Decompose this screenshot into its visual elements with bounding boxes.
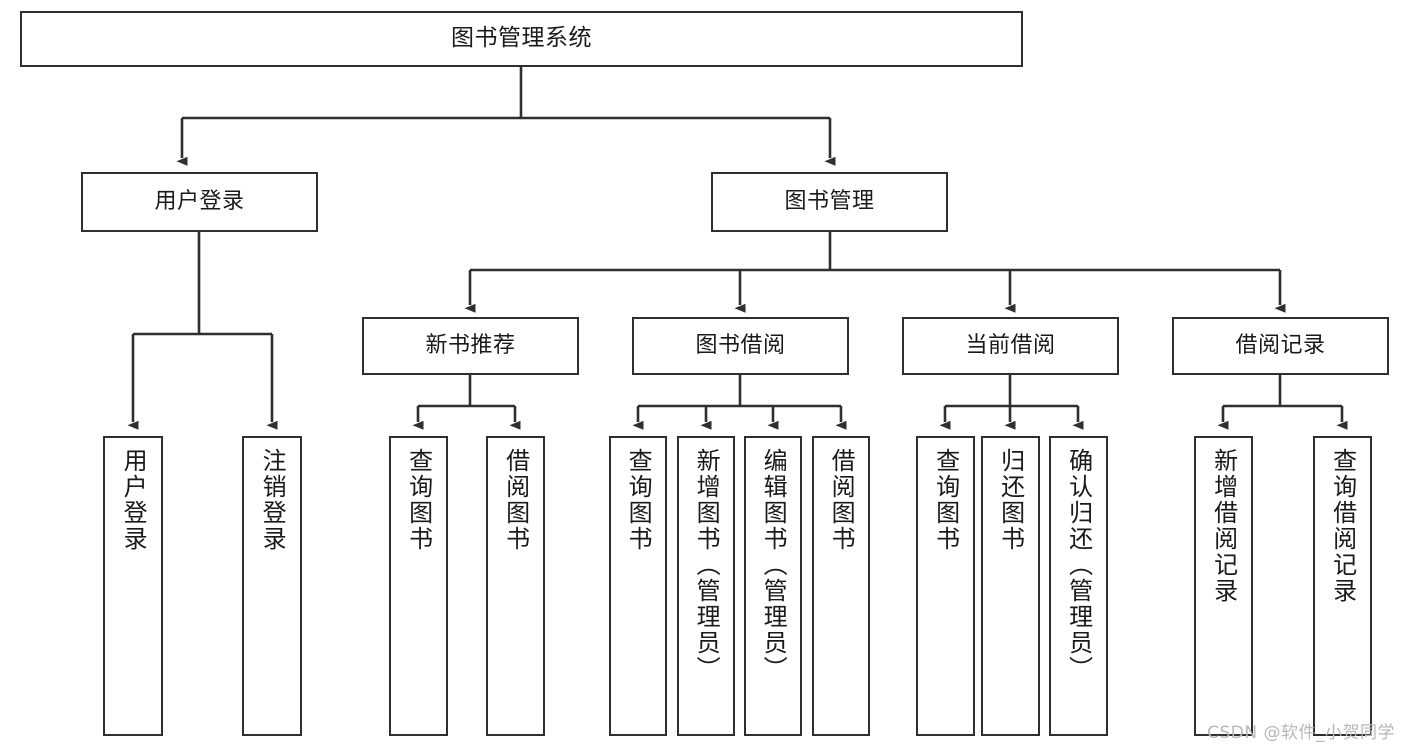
leaf-borrow-book-from-recommendation[interactable]: 借阅图书 <box>486 436 545 736</box>
node-label: 新书推荐 <box>425 332 516 358</box>
node-user-login[interactable]: 用户登录 <box>81 172 318 232</box>
node-label: 用户登录 <box>119 448 148 552</box>
node-label: 查询图书 <box>931 448 960 552</box>
leaf-add-book-admin[interactable]: 新增图书（管理员） <box>677 436 735 736</box>
node-label: 当前借阅 <box>965 332 1056 358</box>
leaf-user-login[interactable]: 用户登录 <box>103 436 163 736</box>
node-book-borrow[interactable]: 图书借阅 <box>632 317 849 375</box>
node-label: 用户登录 <box>154 188 245 214</box>
leaf-confirm-return-admin[interactable]: 确认归还（管理员） <box>1049 436 1108 736</box>
node-label: 借阅图书 <box>827 448 856 552</box>
leaf-query-book-from-recommendation[interactable]: 查询图书 <box>389 436 448 736</box>
node-label: 查询图书 <box>404 448 433 552</box>
node-label: 借阅图书 <box>501 448 530 552</box>
leaf-borrow-book-from-borrow[interactable]: 借阅图书 <box>812 436 870 736</box>
node-label: 借阅记录 <box>1235 332 1326 358</box>
leaf-add-borrow-record[interactable]: 新增借阅记录 <box>1194 436 1253 736</box>
node-current-borrow[interactable]: 当前借阅 <box>902 317 1119 375</box>
node-label: 确认归还（管理员） <box>1064 448 1093 682</box>
node-root-book-management-system[interactable]: 图书管理系统 <box>20 11 1023 67</box>
node-label: 图书管理系统 <box>451 25 592 52</box>
leaf-edit-book-admin[interactable]: 编辑图书（管理员） <box>744 436 802 736</box>
node-borrow-record[interactable]: 借阅记录 <box>1172 317 1389 375</box>
node-new-book-recommendation[interactable]: 新书推荐 <box>362 317 579 375</box>
node-label: 新增图书（管理员） <box>692 448 721 682</box>
node-book-manage[interactable]: 图书管理 <box>711 172 948 232</box>
node-label: 查询图书 <box>624 448 653 552</box>
leaf-query-book-from-borrow[interactable]: 查询图书 <box>609 436 667 736</box>
node-label: 编辑图书（管理员） <box>759 448 788 682</box>
node-label: 图书管理 <box>784 188 875 214</box>
node-label: 新增借阅记录 <box>1209 448 1238 604</box>
leaf-user-logout[interactable]: 注销登录 <box>242 436 302 736</box>
leaf-query-borrow-record[interactable]: 查询借阅记录 <box>1313 436 1372 736</box>
node-label: 归还图书 <box>996 448 1025 552</box>
node-label: 注销登录 <box>258 448 287 552</box>
node-label: 查询借阅记录 <box>1328 448 1357 604</box>
leaf-return-book[interactable]: 归还图书 <box>981 436 1040 736</box>
leaf-query-book-from-current[interactable]: 查询图书 <box>916 436 975 736</box>
node-label: 图书借阅 <box>695 332 786 358</box>
csdn-watermark: CSDN @软件_小贺同学 <box>1207 723 1395 743</box>
